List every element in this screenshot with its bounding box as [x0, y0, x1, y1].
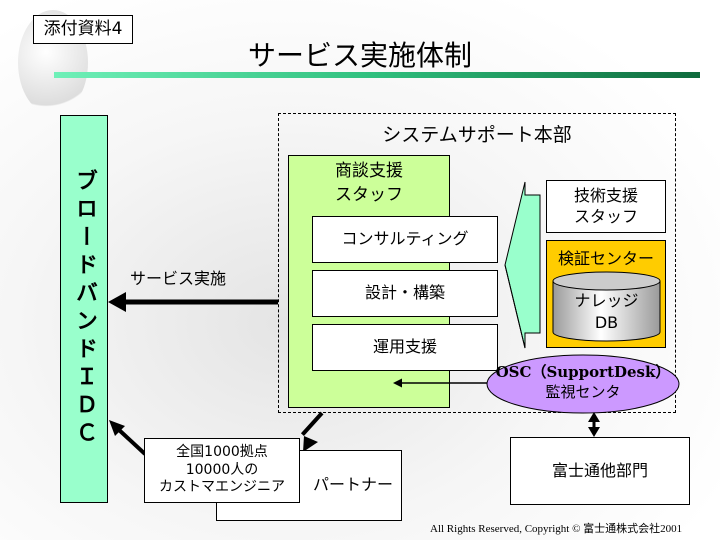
sales-line1: 商談支援: [335, 161, 403, 181]
operation-support-box: 運用支援: [312, 324, 498, 371]
tech-line2: スタッフ: [573, 206, 638, 226]
sales-line2: スタッフ: [335, 184, 403, 205]
partner-label: パートナー: [312, 475, 393, 495]
osc-ellipse: [486, 354, 680, 414]
knowledge-db-label: ナレッジ DB: [553, 290, 660, 333]
copyright: All Rights Reserved, Copyright © 富士通株式会社…: [430, 523, 683, 535]
system-support-hq-frame: [278, 113, 676, 413]
osc-fujitsu-double-arrow: [588, 412, 600, 437]
tech-staff-box: 技術支援スタッフ: [546, 180, 666, 233]
title-rule: [54, 72, 700, 78]
service-arrow: [108, 292, 278, 312]
hq-to-partner-arrow: [300, 411, 324, 452]
hq-title: システムサポート本部: [382, 124, 572, 146]
attachment-tag: 添付資料4: [33, 15, 133, 44]
support-arrow-lower: [504, 264, 526, 349]
tech-line1: 技術支援: [573, 185, 638, 205]
knowledge-db-cylinder: [552, 271, 661, 342]
osc-line1: OSC（SupportDesk）: [495, 363, 671, 381]
consulting-box: コンサルティング: [312, 216, 498, 263]
engineers-line2: 10000人の: [185, 461, 259, 478]
support-arrow-shape: [504, 181, 541, 349]
design-build-box: 設計・構築: [312, 270, 498, 317]
engineers-line3: カストマエンジニア: [159, 479, 285, 496]
fujitsu-other-box: 富士通他部門: [510, 437, 690, 505]
engineers-line1: 全国1000拠点: [176, 444, 268, 461]
osc-line2: 監視センタ: [545, 383, 621, 402]
engineers-to-idc-arrow: [109, 420, 147, 456]
broadband-idc-box: ブロードバンドＩＤＣ: [60, 115, 108, 503]
sales-staff-label: 商談支援スタッフ: [288, 160, 450, 208]
osc-label: OSC（SupportDesk） 監視センタ: [487, 362, 679, 403]
service-label: サービス実施: [130, 269, 227, 288]
db-line2: DB: [594, 312, 619, 332]
db-line1: ナレッジ: [574, 291, 639, 310]
verify-center-label: 検証センター: [557, 249, 654, 268]
page-title: サービス実施体制: [247, 39, 472, 72]
